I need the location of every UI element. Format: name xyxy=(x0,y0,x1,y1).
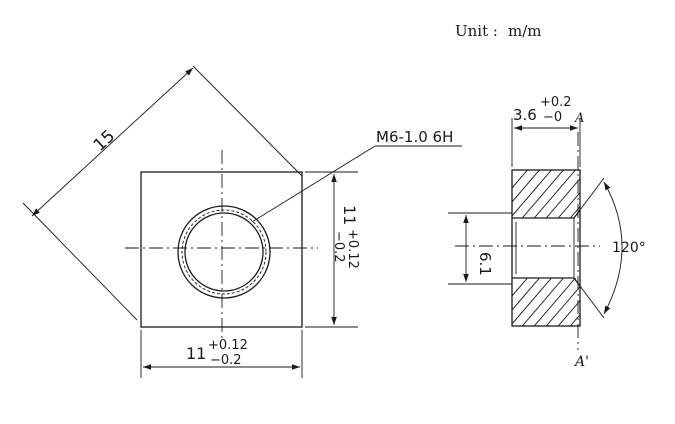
height-dimension-value: 11 xyxy=(340,205,359,225)
hatch-bottom xyxy=(512,278,580,326)
side-outline xyxy=(511,169,581,327)
chamfer-angle-value: 120° xyxy=(612,240,646,256)
hatch-top xyxy=(512,170,580,218)
thread-leader-line xyxy=(251,145,376,223)
diag-dimension-value: 15 xyxy=(90,126,119,155)
height-tolerance-upper: +0.12 xyxy=(345,229,360,269)
unit-label: Unit : xyxy=(455,22,498,40)
width-tolerance-upper: +0.12 xyxy=(208,338,248,353)
chamfer-angle-arc xyxy=(603,181,623,315)
width-tolerance-lower: −0.2 xyxy=(210,353,242,368)
height-tolerance-lower: −0.2 xyxy=(331,231,346,263)
thread-texture-circle xyxy=(181,209,267,295)
front-view: 15 M6-1.0 6H 11 +0.12 −0.2 11 +0.12 −0.2 xyxy=(22,65,462,378)
bore-dimension-value: 6.1 xyxy=(476,252,494,276)
diag-dimension-line xyxy=(31,67,194,217)
chamfer-extension-top xyxy=(579,177,605,211)
unit-note: Unit : m/m xyxy=(455,22,542,40)
thread-callout: M6-1.0 6H xyxy=(376,128,453,146)
chamfer-bottom-line xyxy=(573,277,581,287)
diag-extension-left xyxy=(22,202,138,321)
unit-value: m/m xyxy=(508,22,542,40)
diag-extension-right xyxy=(192,65,303,177)
nut-outline xyxy=(140,171,303,328)
thread-major-circle xyxy=(177,205,271,299)
width-dimension-value: 11 xyxy=(186,344,206,363)
section-mark-top: A xyxy=(574,111,584,126)
thickness-tolerance-lower: −0 xyxy=(543,110,562,125)
height-dimension-label: 11 +0.12 −0.2 xyxy=(331,205,360,269)
side-view: 3.6 +0.2 −0 A A' 6.1 120° xyxy=(448,95,646,370)
thread-minor-circle xyxy=(184,212,264,292)
thickness-dimension-value: 3.6 xyxy=(513,106,537,124)
section-mark-bottom: A' xyxy=(573,354,589,370)
chamfer-top-line xyxy=(573,209,581,219)
thickness-tolerance-upper: +0.2 xyxy=(540,95,572,110)
chamfer-extension-bottom xyxy=(579,285,605,319)
